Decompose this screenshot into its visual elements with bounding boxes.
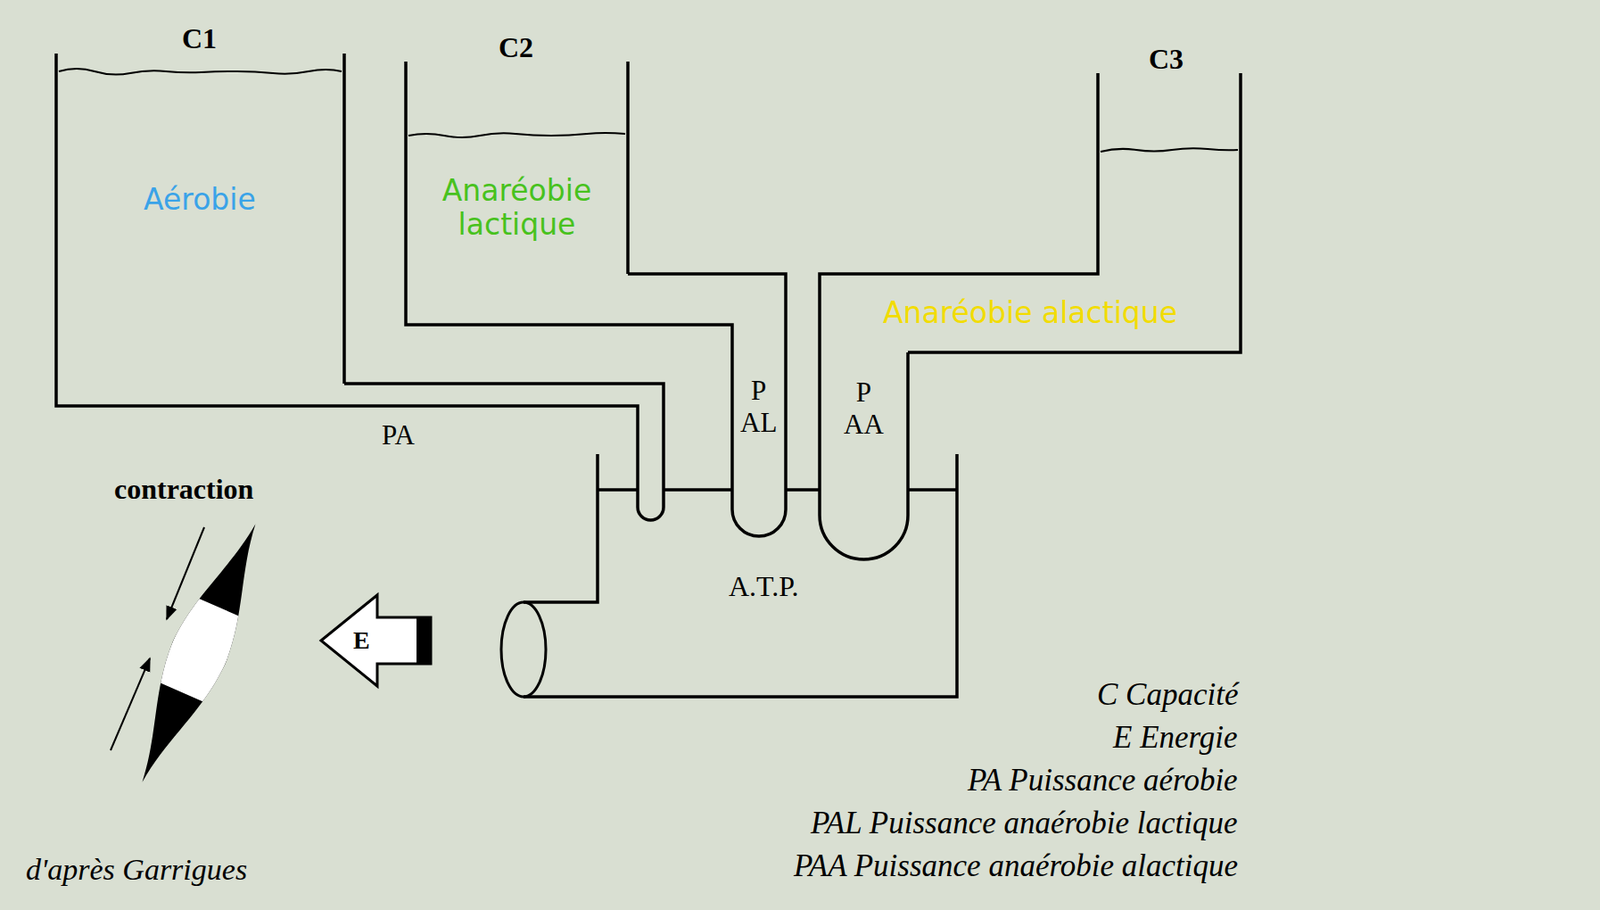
figure-caption: contraction xyxy=(114,472,254,506)
capacity-label: C2 xyxy=(498,31,534,65)
atp-label: A.T.P. xyxy=(728,569,800,603)
supply-pipe xyxy=(344,383,664,520)
energy-arrow-end xyxy=(416,617,431,664)
water-surface xyxy=(1100,148,1238,152)
system-name: Anaréobie alactique xyxy=(882,296,1178,330)
aerobic-tank: C1Aérobie xyxy=(56,22,345,406)
key-line: E Energie xyxy=(1113,719,1238,756)
supply-pipe xyxy=(819,352,908,560)
power-label: P AA xyxy=(843,376,884,440)
key-line: PA Puissance aérobie xyxy=(967,762,1238,799)
lactic-tank: C2Anaréobie lactique xyxy=(405,31,628,325)
power-label: PA xyxy=(381,419,415,452)
vessel-wall xyxy=(405,61,628,325)
capacity-label: C1 xyxy=(181,22,217,56)
power-label: P AL xyxy=(740,374,777,438)
system-name: Aérobie xyxy=(143,182,256,217)
key-line: PAA Puissance anaérobie alactique xyxy=(793,848,1238,884)
energy-letter: E xyxy=(353,626,371,655)
water-surface xyxy=(58,68,342,75)
supply-pipe xyxy=(627,273,786,537)
outlet-opening xyxy=(501,602,546,697)
key-line: C Capacité xyxy=(1096,676,1238,713)
contraction-arrow xyxy=(166,527,205,619)
system-name: Anaréobie lactique xyxy=(420,173,613,242)
muscle-figure xyxy=(109,509,289,797)
alactic-tank: C3Anaréobie alactique xyxy=(819,42,1241,353)
vessel-wall xyxy=(819,73,1241,353)
key-line: PAL Puissance anaérobie lactique xyxy=(810,805,1238,842)
vessel-wall xyxy=(56,53,345,406)
vessel-wall xyxy=(523,453,957,697)
water-surface xyxy=(408,132,626,138)
contraction-arrow xyxy=(110,658,150,751)
energy-arrow xyxy=(321,594,431,686)
source-note: d'après Garrigues xyxy=(25,851,248,887)
atp-reservoir: A.T.P. xyxy=(597,489,957,697)
capacity-label: C3 xyxy=(1148,42,1184,76)
